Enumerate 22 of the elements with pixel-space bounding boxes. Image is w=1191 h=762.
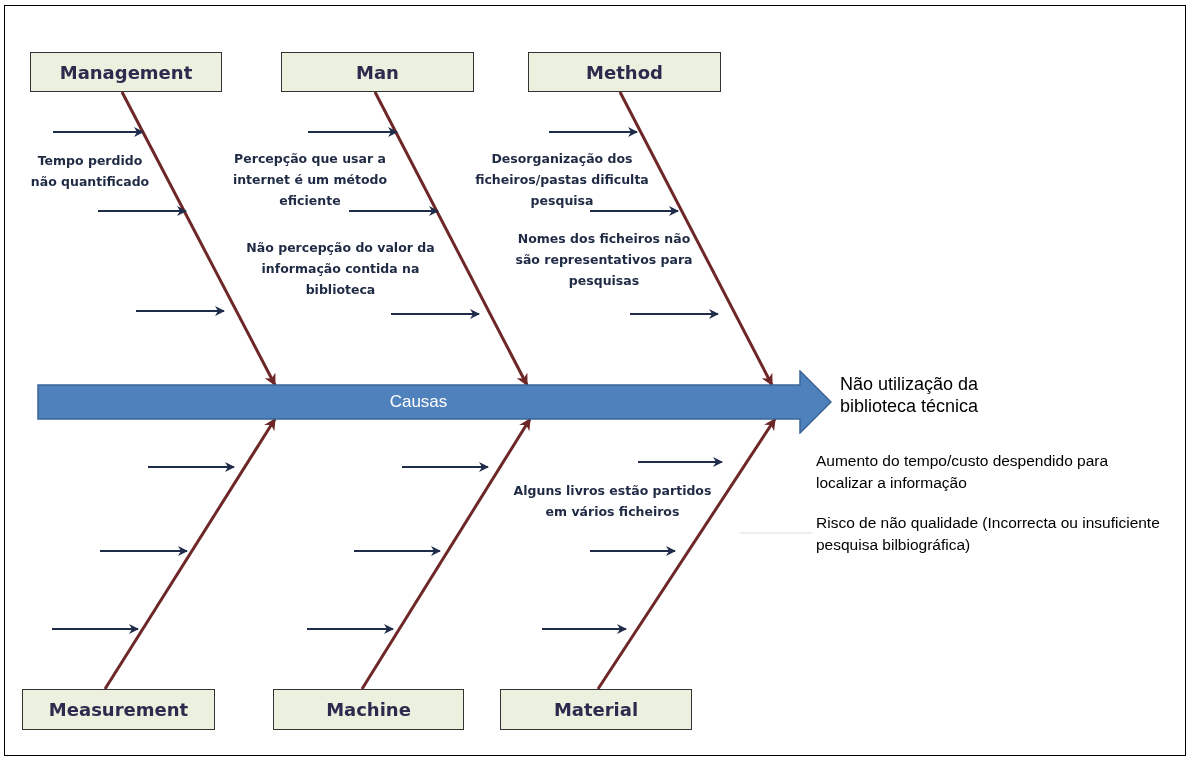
cause-label: Percepção que usar a internet é um método eficiente (231, 150, 389, 210)
cause-label: Alguns livros estão partidos em vários ficheiros (512, 482, 713, 521)
bone-arrow (618, 91, 774, 387)
category-box: Machine (273, 689, 464, 730)
cause-label: Desorganização dos ficheiros/pastas dificulta pesquisa (474, 150, 650, 210)
category-box: Material (500, 689, 692, 730)
cause-label: Não percepção do valor da informação contida na biblioteca (245, 239, 436, 299)
effect-label: Não utilização da biblioteca técnica (840, 373, 980, 417)
bone-arrow (596, 418, 777, 690)
category-box: Man (281, 52, 474, 92)
bone-arrow (120, 91, 277, 387)
bone-arrow (103, 418, 277, 690)
category-box: Management (30, 52, 222, 92)
bone-arrow (373, 91, 529, 387)
bone-arrow (360, 418, 532, 690)
category-box: Method (528, 52, 721, 92)
cause-label: Tempo perdido não quantificado (29, 152, 151, 191)
spine-arrow: Causas (37, 370, 832, 434)
cause-label: Nomes dos ficheiros não são representativos para pesquisas (515, 230, 693, 290)
effect-note: Aumento do tempo/custo despendido para localizar a informação (816, 451, 1110, 493)
effect-note: Risco de não qualidade (Incorrecta ou insuficiente pesquisa bilbiográfica) (816, 513, 1161, 555)
category-box: Measurement (22, 689, 215, 730)
